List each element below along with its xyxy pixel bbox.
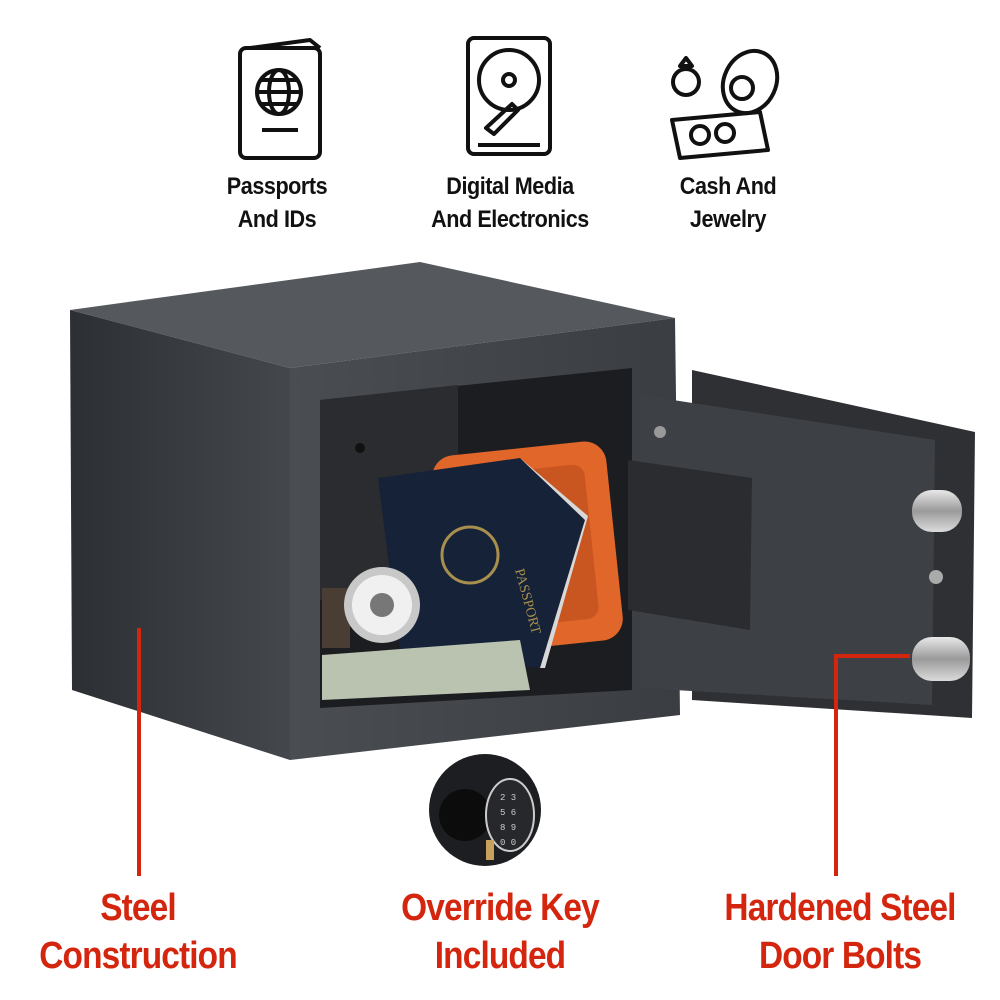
safe-side (70, 310, 290, 760)
feature-line: Passports (226, 173, 328, 200)
feature-line: And IDs (237, 206, 317, 233)
feature-line: Jewelry (689, 206, 767, 233)
feature-label-digital-media: Digital Media And Electronics (402, 170, 618, 236)
callout-line: Steel (100, 887, 176, 929)
feature-line: And Electronics (431, 206, 589, 233)
feature-label-passports: Passports And IDs (169, 170, 385, 236)
door-bolt-bottom (912, 637, 970, 681)
feature-label-cash-jewelry: Cash And Jewelry (620, 170, 836, 236)
callout-line: Door Bolts (758, 935, 922, 977)
callout-override-key: Override Key Included (359, 884, 641, 980)
watch-item (322, 567, 420, 648)
passport-text: PASSPORT (511, 567, 543, 636)
callout-line-bolts (834, 654, 910, 876)
safe-top (70, 262, 675, 368)
callout-door-bolts: Hardened Steel Door Bolts (699, 884, 981, 980)
svg-text:8 9: 8 9 (500, 823, 516, 833)
safe-interior (320, 368, 632, 708)
door-bolt-top (912, 490, 962, 532)
safe-door (692, 370, 975, 718)
hard-drive-item (432, 441, 623, 655)
passport-item: PASSPORT (378, 458, 588, 668)
callout-line: Construction (39, 935, 237, 977)
feature-line: Digital Media (446, 173, 574, 200)
feature-line: Cash And (679, 173, 777, 200)
svg-text:0 0: 0 0 (500, 838, 516, 848)
callout-steel-construction: Steel Construction (0, 884, 279, 980)
safe-front (290, 318, 680, 760)
svg-text:2 3: 2 3 (500, 793, 516, 803)
override-key-inset: 2 3 5 6 8 9 0 0 (429, 754, 541, 866)
callout-line: Override Key (401, 887, 600, 929)
callout-line: Included (434, 935, 566, 977)
callout-line: Hardened Steel (724, 887, 956, 929)
cash-item (322, 640, 530, 700)
svg-text:5 6: 5 6 (500, 808, 516, 818)
